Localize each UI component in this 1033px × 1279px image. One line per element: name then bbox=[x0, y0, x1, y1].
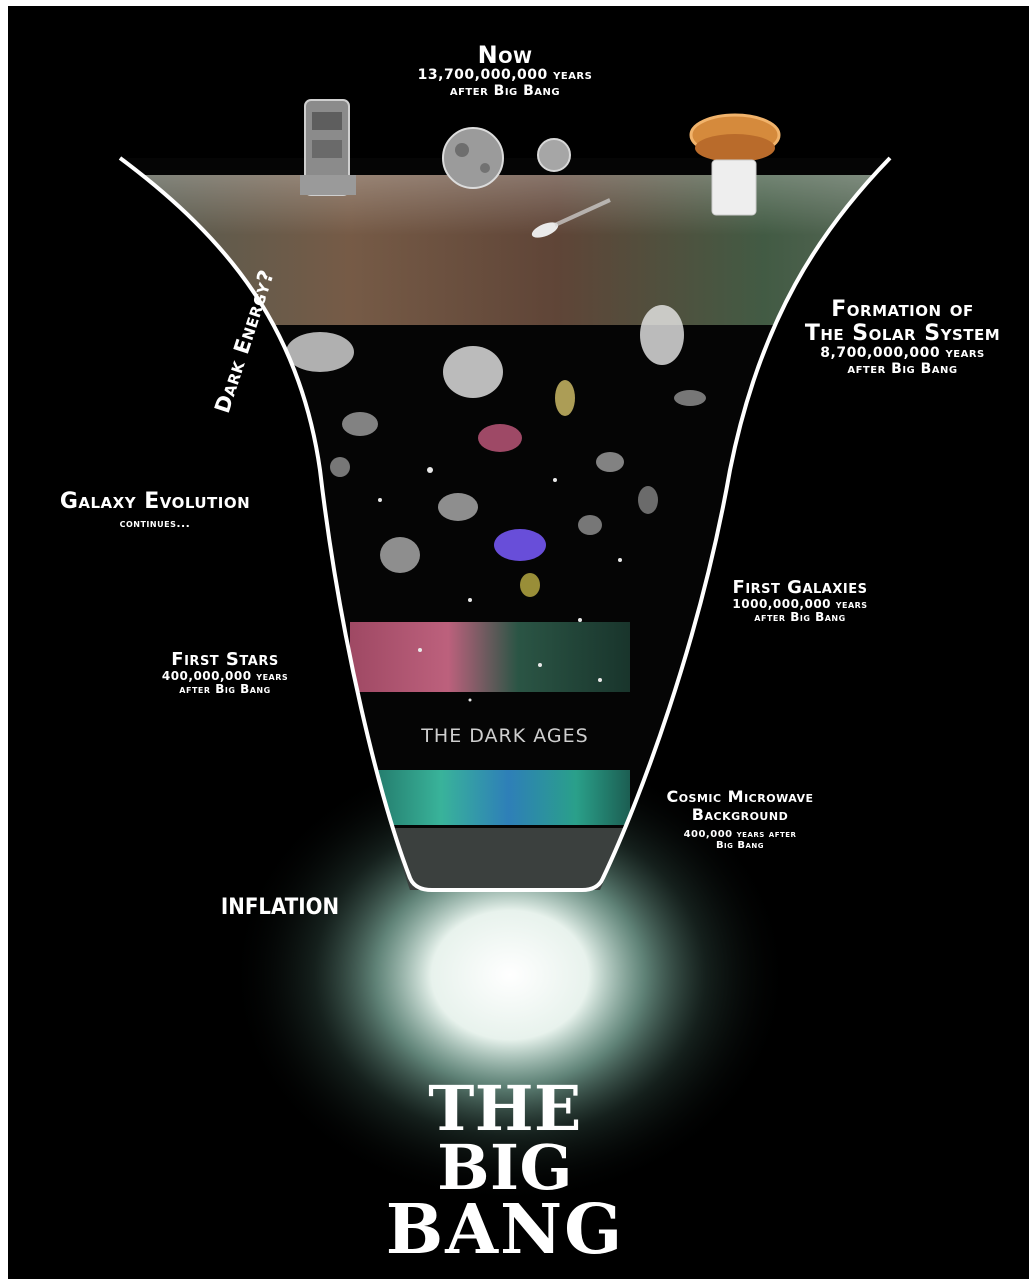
inflation-label: INFLATION bbox=[213, 896, 348, 920]
first-stars-title: First Stars bbox=[130, 650, 320, 670]
first-galaxies-label: First Galaxies 1000,000,000 years after … bbox=[700, 578, 900, 624]
big-bang-word-2: BIG bbox=[335, 1139, 675, 1198]
hubble-telescope-icon bbox=[300, 100, 356, 195]
now-after: after Big Bang bbox=[380, 84, 630, 99]
first-galaxies-years: 1000,000,000 years bbox=[700, 598, 900, 611]
cmb-years: 400,000 years after bbox=[640, 829, 840, 840]
cmb-title-1: Cosmic Microwave bbox=[640, 788, 840, 806]
moon-icon bbox=[538, 139, 570, 171]
solar-system-label: Formation of The Solar System 8,700,000,… bbox=[775, 298, 1030, 377]
first-galaxies-after: after Big Bang bbox=[700, 611, 900, 624]
solar-title-1: Formation of bbox=[775, 298, 1030, 322]
cmb-title-2: Background bbox=[640, 806, 840, 824]
galaxy-evolution-label: Galaxy Evolution continues... bbox=[25, 490, 285, 530]
first-stars-label: First Stars 400,000,000 years after Big … bbox=[130, 650, 320, 696]
planet-icon bbox=[443, 128, 503, 188]
now-title: Now bbox=[380, 42, 630, 68]
now-years: 13,700,000,000 years bbox=[380, 68, 630, 83]
solar-years: 8,700,000,000 years bbox=[775, 346, 1030, 361]
first-galaxies-title: First Galaxies bbox=[700, 578, 900, 598]
galaxy-evolution-title: Galaxy Evolution bbox=[25, 490, 285, 514]
galaxy-evolution-sub: continues... bbox=[25, 518, 285, 530]
now-label: Now 13,700,000,000 years after Big Bang bbox=[380, 42, 630, 99]
big-bang-word-3: BANG bbox=[335, 1198, 675, 1263]
cmb-label: Cosmic Microwave Background 400,000 year… bbox=[640, 788, 840, 851]
solar-after: after Big Bang bbox=[775, 362, 1030, 377]
first-stars-after: after Big Bang bbox=[130, 683, 320, 696]
cmb-after: Big Bang bbox=[640, 840, 840, 851]
first-stars-years: 400,000,000 years bbox=[130, 670, 320, 683]
dark-ages-label: THE DARK AGES bbox=[385, 726, 625, 747]
big-bang-title: THE BIG BANG bbox=[335, 1080, 675, 1262]
solar-title-2: The Solar System bbox=[775, 322, 1030, 346]
